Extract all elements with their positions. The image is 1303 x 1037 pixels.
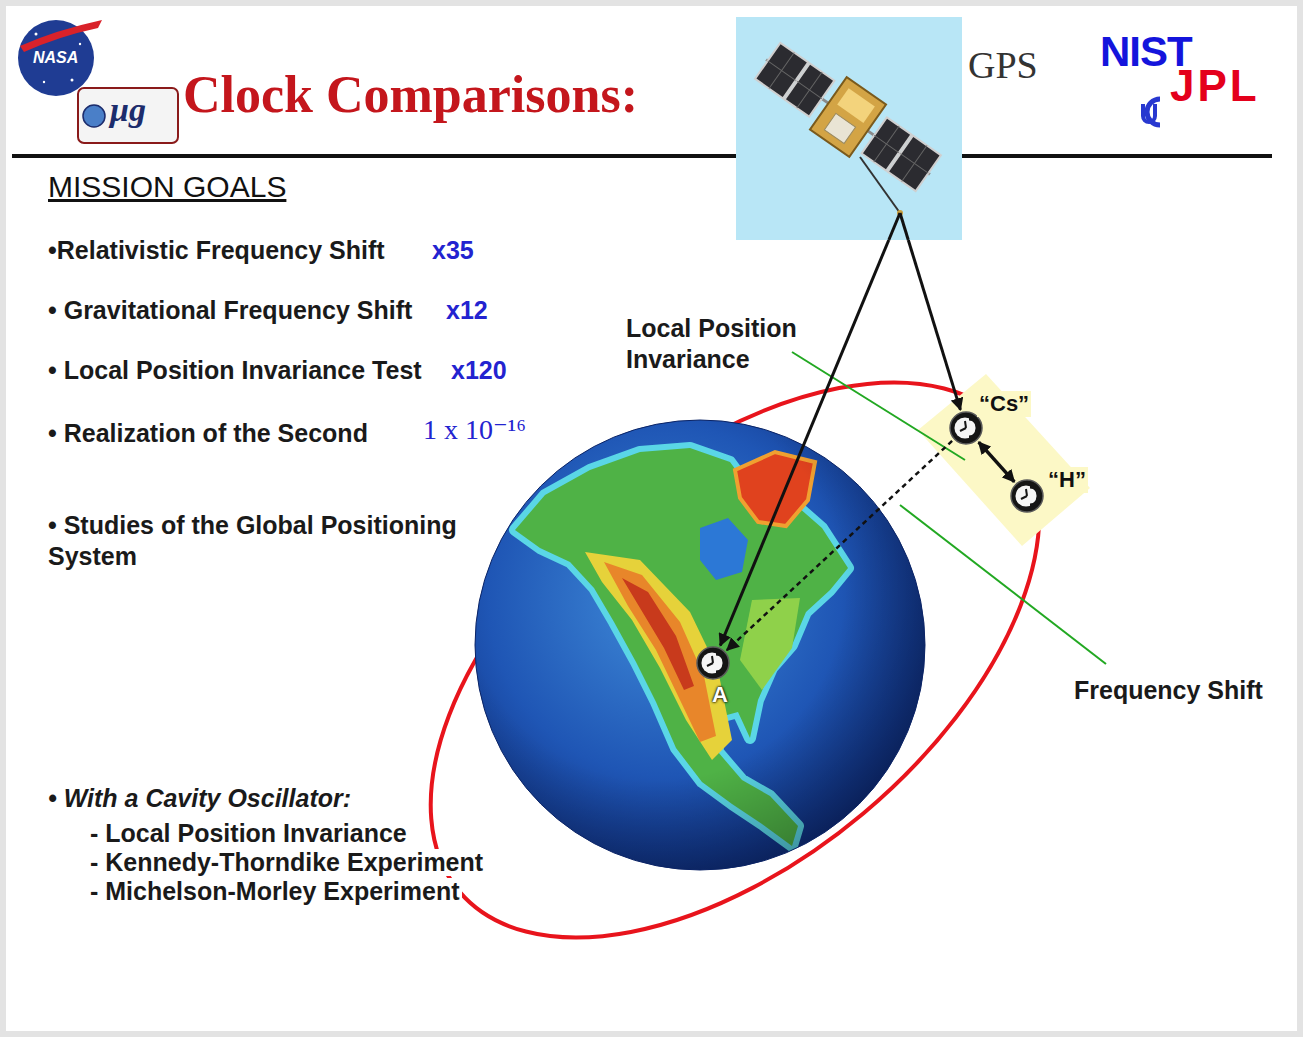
clock-hand (965, 421, 966, 428)
clock-node: “Cs” (949, 411, 983, 445)
clock-shadow (969, 419, 978, 437)
leader-line (792, 352, 965, 460)
section-heading: MISSION GOALS (48, 169, 286, 205)
logo-frame (78, 88, 178, 143)
clock-hand (707, 663, 713, 666)
clock-hand (712, 656, 713, 663)
clock-icon (696, 646, 730, 680)
panel-grid (797, 72, 822, 108)
goal-factor: x35 (432, 235, 474, 265)
globe-shade (475, 420, 925, 870)
earth-globe (475, 420, 925, 870)
cu-logo (1143, 99, 1160, 125)
sub-item: - Michelson-Morley Experiment (88, 878, 462, 905)
sub-item: - Local Position Invariance (88, 820, 409, 847)
logo-globe (83, 105, 105, 127)
clock-hand (960, 428, 966, 431)
goal-factor: x12 (446, 295, 488, 325)
slide-title: Clock Comparisons: (183, 64, 638, 126)
microgravity-logo (78, 88, 178, 143)
goal-item: • Studies of the Global Positioning Syst… (48, 510, 478, 572)
header-rule (962, 154, 1272, 158)
logo-text: JPL (1170, 60, 1260, 113)
satellite-box: GPS (736, 17, 962, 240)
body-panel (824, 113, 855, 143)
sub-item: - Kennedy-Thorndike Experiment (88, 849, 485, 876)
edge-group (720, 240, 1014, 650)
clock-shadow (1030, 487, 1039, 505)
satellite-figure (748, 33, 949, 200)
logo-u (1143, 104, 1155, 122)
goal-item: • Realization of the Second (48, 418, 368, 448)
leader-line (900, 505, 1106, 664)
goal-item: •Relativistic Frequency Shift (48, 235, 385, 265)
panel-grid (768, 61, 796, 81)
callout-label: Frequency Shift (1074, 675, 1263, 705)
goal-factor: 1 x 10⁻¹⁶ (423, 413, 526, 447)
satellite-illustration (736, 17, 962, 240)
clock-hand (1021, 496, 1027, 499)
clock-hand (1026, 489, 1027, 496)
panel-grid (797, 81, 822, 98)
logo-text: NASA (33, 48, 78, 67)
goal-item: • Gravitational Frequency Shift (48, 295, 412, 325)
solar-arm (766, 60, 930, 175)
logo-star (43, 81, 45, 83)
clock-label: “Cs” (977, 391, 1031, 417)
clock-node: A (696, 646, 730, 680)
panel-grid (900, 154, 928, 174)
logo-star (79, 43, 81, 45)
clock-node: “H” (1010, 479, 1044, 513)
logo-text: μg (110, 90, 146, 131)
satellite-label: GPS (968, 43, 1038, 89)
clock-rim (697, 647, 729, 679)
signal-stub (889, 213, 900, 240)
clock-shadow (716, 654, 725, 672)
slide-frame (3, 3, 1300, 1034)
goal-item: • With a Cavity Oscillator: (48, 783, 351, 813)
orbit-ellipse (331, 275, 1140, 1037)
logo-star (35, 33, 38, 36)
signal-arrow (720, 240, 888, 645)
clock-rim (1011, 480, 1043, 512)
solar-panel (888, 136, 941, 192)
clock-label: “H” (1046, 467, 1088, 493)
clock-panel (918, 374, 1090, 546)
logo-star (71, 79, 74, 82)
logo-swoosh (20, 20, 102, 52)
antenna (860, 157, 900, 213)
goal-item: • Local Position Invariance Test (48, 355, 422, 385)
signal-arrow (979, 442, 1015, 482)
signal-arrow (908, 240, 960, 410)
callout-label: Local Position Invariance (626, 313, 816, 375)
clock-icon (1010, 479, 1044, 513)
header-rule (12, 154, 736, 158)
nasa-logo (18, 20, 102, 96)
panel-grid (874, 135, 899, 152)
signal-link-dashed (727, 441, 952, 650)
panel-grid (874, 126, 899, 162)
clock-label: A (712, 682, 728, 708)
ocean (475, 420, 925, 870)
goal-factor: x120 (451, 355, 507, 385)
signal-stub (900, 213, 908, 240)
satellite-body (810, 77, 886, 157)
